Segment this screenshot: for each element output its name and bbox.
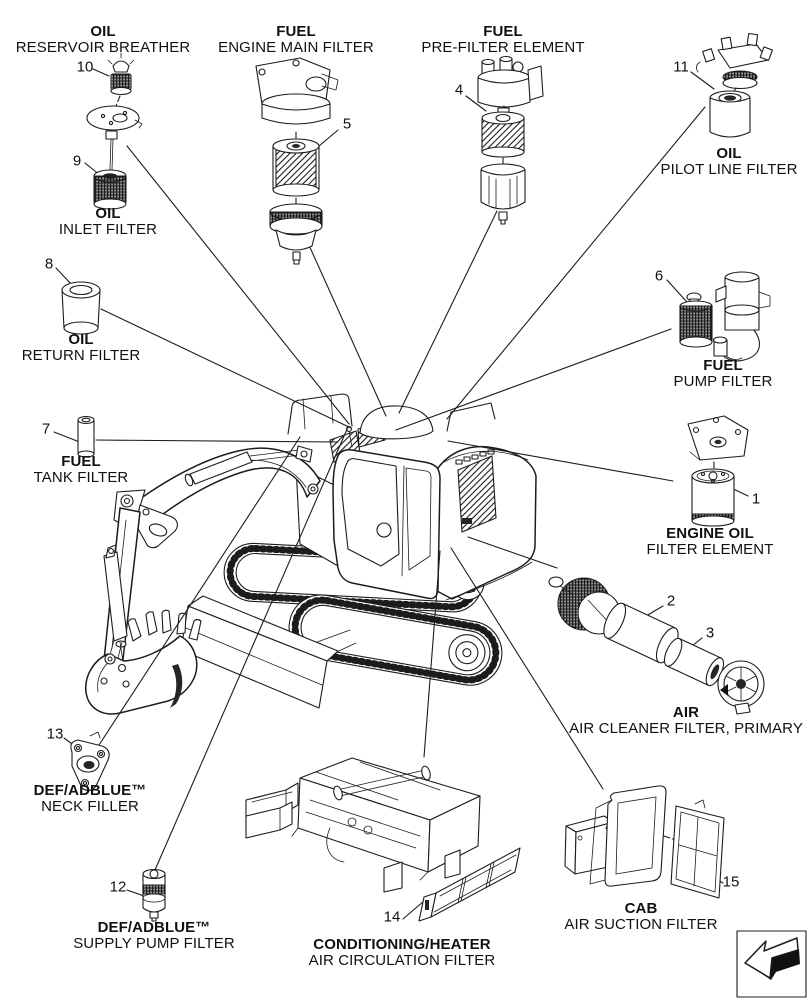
label-title: DEF/ADBLUE™ xyxy=(33,782,147,799)
label-subtitle: PUMP FILTER xyxy=(673,373,773,390)
part-fuel-engine-main-filter xyxy=(255,57,339,265)
label-fuel-engine-main-filter: FUEL ENGINE MAIN FILTER xyxy=(206,24,386,56)
label-oil-inlet-filter: OIL INLET FILTER xyxy=(28,206,188,238)
callout-9: 9 xyxy=(72,152,82,170)
label-title: ENGINE OIL xyxy=(666,525,754,542)
part-oil-return-filter xyxy=(61,281,101,335)
label-conditioning-heater: CONDITIONING/HEATER AIR CIRCULATION FILT… xyxy=(285,937,519,969)
callout-8: 8 xyxy=(44,255,54,273)
cab xyxy=(332,449,441,600)
callout-14: 14 xyxy=(383,908,401,926)
label-subtitle: AIR CLEANER FILTER, PRIMARY xyxy=(569,720,803,737)
label-subtitle: FILTER ELEMENT xyxy=(646,541,774,558)
stick-and-bucket xyxy=(85,489,202,715)
label-fuel-tank-filter: FUEL TANK FILTER xyxy=(6,454,156,486)
near-track xyxy=(288,594,503,686)
label-title: AIR xyxy=(672,704,700,721)
callout-4: 4 xyxy=(454,81,464,99)
label-title: OIL xyxy=(68,331,94,348)
label-engine-oil-filter-element: ENGINE OIL FILTER ELEMENT xyxy=(623,526,797,558)
label-def-supply-pump-filter: DEF/ADBLUE™ SUPPLY PUMP FILTER xyxy=(51,920,257,952)
label-subtitle: INLET FILTER xyxy=(58,221,158,238)
part-fuel-pre-filter-element xyxy=(477,55,544,225)
callout-15: 15 xyxy=(722,873,740,891)
label-cab-air-suction-filter: CAB AIR SUCTION FILTER xyxy=(548,901,734,933)
callout-7: 7 xyxy=(41,420,51,438)
callout-10: 10 xyxy=(76,58,94,76)
label-title: OIL xyxy=(95,205,121,222)
label-subtitle: SUPPLY PUMP FILTER xyxy=(73,935,235,952)
label-subtitle: RETURN FILTER xyxy=(21,347,141,364)
label-title: FUEL xyxy=(703,357,743,374)
part-def-neck-filler xyxy=(70,731,110,792)
callout-5: 5 xyxy=(342,115,352,133)
label-title: DEF/ADBLUE™ xyxy=(97,919,211,936)
leader-lines xyxy=(53,68,749,920)
part-air-cleaner-primary xyxy=(548,576,765,715)
callout-13: 13 xyxy=(46,725,64,743)
part-cab-air-suction-filter xyxy=(564,785,725,899)
callout-1: 1 xyxy=(751,490,761,508)
label-air-cleaner-filter: AIR AIR CLEANER FILTER, PRIMARY xyxy=(561,705,811,737)
label-oil-return-filter: OIL RETURN FILTER xyxy=(3,332,159,364)
part-oil-pilot-line-filter xyxy=(696,32,773,138)
callout-6: 6 xyxy=(654,267,664,285)
part-conditioning-heater-unit xyxy=(245,757,521,922)
callout-3: 3 xyxy=(705,624,715,642)
label-oil-reservoir-breather: OIL RESERVOIR BREATHER xyxy=(13,24,193,56)
excavator-illustration xyxy=(85,393,537,715)
part-fuel-tank-filter xyxy=(77,415,95,458)
callout-11: 11 xyxy=(673,58,689,76)
label-subtitle: NECK FILLER xyxy=(41,798,139,815)
label-fuel-pre-filter: FUEL PRE-FILTER ELEMENT xyxy=(410,24,596,56)
label-oil-pilot-line-filter: OIL PILOT LINE FILTER xyxy=(647,146,811,178)
label-title: FUEL xyxy=(483,23,523,40)
label-subtitle: AIR CIRCULATION FILTER xyxy=(308,952,496,969)
label-subtitle: AIR SUCTION FILTER xyxy=(564,916,718,933)
upper-body xyxy=(287,393,537,601)
label-title: OIL xyxy=(90,23,116,40)
dozer-blade xyxy=(180,595,357,709)
label-title: CONDITIONING/HEATER xyxy=(313,936,491,953)
part-oil-reservoir-breather xyxy=(86,52,143,210)
callout-2: 2 xyxy=(666,592,676,610)
label-fuel-pump-filter: FUEL PUMP FILTER xyxy=(650,358,796,390)
previous-page-arrow-icon xyxy=(736,930,807,998)
label-title: CAB xyxy=(624,900,658,917)
label-subtitle: PILOT LINE FILTER xyxy=(660,161,798,178)
label-subtitle: TANK FILTER xyxy=(33,469,129,486)
label-subtitle: RESERVOIR BREATHER xyxy=(15,39,191,56)
part-fuel-pump-filter xyxy=(679,271,771,362)
label-title: FUEL xyxy=(61,453,101,470)
label-subtitle: ENGINE MAIN FILTER xyxy=(218,39,374,56)
label-title: FUEL xyxy=(276,23,316,40)
part-engine-oil-filter-element xyxy=(687,415,749,527)
label-subtitle: PRE-FILTER ELEMENT xyxy=(421,39,585,56)
boom-arm xyxy=(136,445,321,525)
callout-12: 12 xyxy=(109,878,127,896)
label-title: OIL xyxy=(716,145,742,162)
part-def-supply-pump-filter xyxy=(142,868,166,922)
label-def-neck-filler: DEF/ADBLUE™ NECK FILLER xyxy=(8,783,172,815)
